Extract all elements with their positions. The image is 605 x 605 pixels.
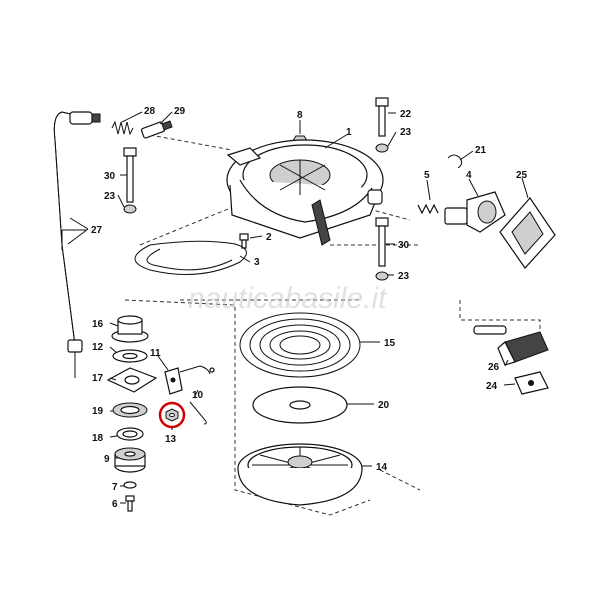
part-30-bolt-right bbox=[375, 217, 389, 267]
callout-8: 8 bbox=[297, 110, 303, 121]
callout-4: 4 bbox=[466, 170, 472, 181]
watermark: nauticabasile.it bbox=[188, 282, 388, 315]
callout-30-left: 30 bbox=[104, 171, 116, 182]
part-15-recoil-spring bbox=[239, 312, 361, 378]
callout-6: 6 bbox=[112, 499, 118, 510]
callout-10: 10 bbox=[192, 390, 204, 401]
part-28-spring bbox=[111, 120, 134, 136]
part-3-rope bbox=[134, 240, 247, 275]
part-23-washer-left bbox=[123, 204, 137, 214]
callout-29: 29 bbox=[174, 106, 186, 117]
part-12-washer bbox=[112, 349, 148, 363]
callout-16: 16 bbox=[92, 319, 104, 330]
callout-9: 9 bbox=[104, 454, 110, 465]
callout-15: 15 bbox=[384, 338, 396, 349]
callout-27: 27 bbox=[91, 225, 103, 236]
part-23-washer-right bbox=[375, 271, 389, 281]
part-10-link bbox=[179, 365, 215, 425]
callout-28: 28 bbox=[144, 106, 156, 117]
part-9-pinion bbox=[114, 447, 146, 473]
part-29-plunger bbox=[140, 120, 173, 139]
part-5-spring bbox=[417, 203, 439, 215]
callout-23-right: 23 bbox=[398, 271, 410, 282]
callout-14: 14 bbox=[376, 462, 388, 473]
part-1-starter-housing bbox=[226, 139, 384, 246]
part-24-block bbox=[514, 371, 549, 395]
part-4-handle-insert bbox=[444, 191, 506, 233]
callout-23-top: 23 bbox=[400, 127, 412, 138]
callout-13: 13 bbox=[165, 434, 177, 445]
part-30-bolt-left bbox=[123, 147, 137, 203]
callout-3: 3 bbox=[254, 257, 260, 268]
part-13-nut bbox=[165, 408, 179, 422]
callout-20: 20 bbox=[378, 400, 390, 411]
part-27-cable bbox=[53, 111, 101, 378]
callout-18: 18 bbox=[92, 433, 104, 444]
part-21-clip bbox=[447, 154, 463, 169]
part-25-handle-plate bbox=[499, 197, 556, 269]
callout-22: 22 bbox=[400, 109, 412, 120]
part-16-cap bbox=[111, 315, 149, 343]
callout-23-left: 23 bbox=[104, 191, 116, 202]
part-18-seal bbox=[116, 427, 144, 441]
callout-1: 1 bbox=[346, 127, 352, 138]
callout-5: 5 bbox=[424, 170, 430, 181]
part-20-plate bbox=[252, 386, 348, 424]
callout-17: 17 bbox=[92, 373, 104, 384]
callout-19: 19 bbox=[92, 406, 104, 417]
callout-labels: 1 2 3 4 5 6 7 8 9 10 11 12 13 14 15 16 1… bbox=[91, 106, 528, 510]
part-11-cam bbox=[164, 367, 183, 395]
callout-2: 2 bbox=[266, 232, 272, 243]
part-14-pulley bbox=[237, 443, 363, 506]
part-6-screw bbox=[125, 495, 135, 512]
part-22-bolt bbox=[375, 97, 389, 137]
callout-24: 24 bbox=[486, 381, 498, 392]
callout-26: 26 bbox=[488, 362, 500, 373]
part-19-bushing bbox=[112, 402, 148, 418]
callout-30-right: 30 bbox=[398, 240, 410, 251]
callout-7: 7 bbox=[112, 482, 118, 493]
callout-25: 25 bbox=[516, 170, 528, 181]
callout-11: 11 bbox=[150, 348, 161, 359]
part-26-handle-knob bbox=[473, 325, 549, 366]
part-23-washer-top bbox=[375, 143, 389, 153]
leader-lines bbox=[67, 111, 529, 504]
part-7-washer bbox=[123, 481, 137, 489]
part-17-gasket bbox=[106, 367, 158, 393]
callout-12: 12 bbox=[92, 342, 104, 353]
callout-21: 21 bbox=[475, 145, 487, 156]
